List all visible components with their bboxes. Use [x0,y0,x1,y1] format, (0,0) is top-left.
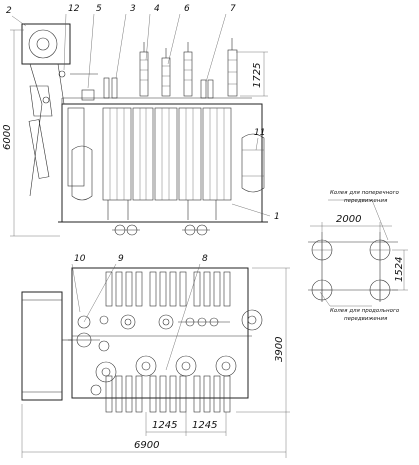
dim-6000: 6000 [2,125,13,150]
cooler-11 [241,133,265,193]
callout-10: 10 [74,254,86,264]
dim-2000: 2000 [336,214,361,225]
note-transverse-1: Колея для поперечного [330,190,400,196]
dim-1245-b: 1245 [192,420,217,431]
track-schematic [308,199,408,307]
note-longitudinal-1: Колея для продольного [330,308,400,314]
callout-labels: 2 12 5 3 4 6 7 11 1 10 9 8 [6,4,280,264]
dimension-labels: 6000 1725 2000 1524 3900 1245 1245 6900 [2,63,405,451]
callout-1: 1 [274,212,280,222]
note-longitudinal-2: передвижения [344,316,388,322]
radiators-bottom [105,375,231,413]
callout-5: 5 [96,4,102,14]
plan-bushings [76,309,263,396]
track-wheels [311,239,391,301]
plan-dimensions [21,267,290,458]
conservator [21,23,98,197]
dim-1245-a: 1245 [152,420,177,431]
callout-11: 11 [254,128,265,138]
elevation-view [10,23,268,237]
plan-view [21,267,290,458]
wheels-elevation [112,224,210,236]
callout-3: 3 [130,4,136,14]
elevation-dimensions [10,29,268,237]
note-transverse-2: передвижения [344,198,388,204]
bushings [103,38,238,99]
leader-lines [11,13,271,371]
callout-4: 4 [154,4,160,14]
dim-3900: 3900 [274,337,285,362]
radiator-banks [102,107,232,220]
track-notes: Колея для поперечного передвижения Колея… [330,190,400,322]
callout-12: 12 [68,4,80,14]
dim-1725: 1725 [252,63,263,88]
callout-6: 6 [184,4,190,14]
radiators-top [105,271,231,307]
dim-6900: 6900 [134,440,159,451]
callout-7: 7 [230,4,236,14]
callout-9: 9 [118,254,124,264]
callout-2: 2 [6,6,12,16]
dim-1524: 1524 [394,257,405,282]
callout-8: 8 [202,254,208,264]
